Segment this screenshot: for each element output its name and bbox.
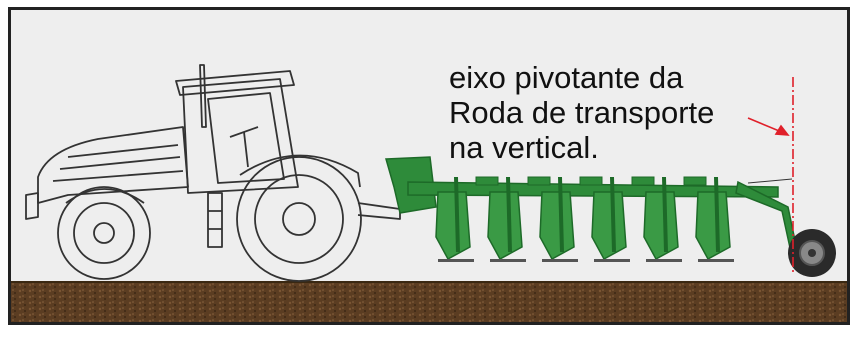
tractor-cab xyxy=(182,78,299,194)
tractor-outline-icon xyxy=(25,64,401,248)
tractor-drawbar xyxy=(357,202,401,220)
plough-shares xyxy=(438,259,734,262)
diagram-canvas xyxy=(8,7,850,325)
tractor-cab-window xyxy=(207,92,285,184)
tractor-steering xyxy=(229,126,259,168)
soil-strip xyxy=(11,282,847,322)
tractor-hood-stripes xyxy=(52,144,184,182)
pivot-axis-label-line-1: eixo pivotante da xyxy=(449,60,684,95)
tractor-roof xyxy=(175,70,295,96)
tractor-front-weights xyxy=(25,192,39,220)
tractor-rear-fender xyxy=(239,154,361,188)
tractor-steps xyxy=(207,192,223,248)
plough-legs xyxy=(454,176,720,253)
tractor-hood xyxy=(37,126,189,204)
plough-springs xyxy=(475,176,707,186)
tractor-front-wheel xyxy=(57,186,151,280)
pivot-axis-label-line-3: na vertical. xyxy=(449,130,599,165)
plough-stay-wire xyxy=(747,178,793,184)
transport-wheel-icon xyxy=(788,229,836,277)
reversible-plough-icon xyxy=(385,156,799,262)
tractor-rear-wheel xyxy=(236,156,362,282)
pivot-axis-label: eixo pivotante da Roda de transporte na … xyxy=(449,60,714,165)
plough-body xyxy=(435,191,731,261)
pivot-axis-label-line-2: Roda de transporte xyxy=(449,95,715,130)
tractor-exhaust xyxy=(199,64,207,128)
pointer-arrow-icon xyxy=(747,117,790,136)
